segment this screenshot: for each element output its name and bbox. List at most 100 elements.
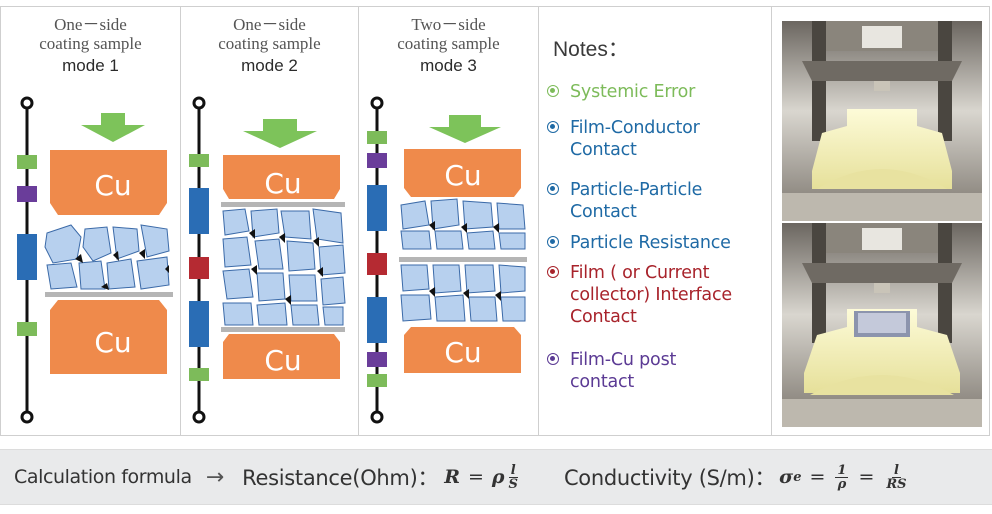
particle-layer: [221, 208, 346, 326]
systemic-error-resistor: [189, 368, 209, 381]
bullet-icon: [547, 85, 559, 97]
bullet-icon: [547, 236, 559, 248]
fraction-numerator: l: [508, 462, 518, 478]
equals-sign: =: [858, 466, 875, 488]
bottom-cu-electrode: [50, 300, 167, 374]
note-label: Systemic Error: [570, 82, 696, 102]
conductivity-label: Conductivity (S/m)：: [563, 466, 776, 490]
mode-2-title: One－side coating sample mode 2: [181, 15, 358, 78]
one-over-rho-fraction: 1 ρ: [835, 462, 849, 492]
l-over-rs-fraction: l RS: [884, 464, 908, 491]
formula-bar: Calculation formula → Resistance(Ohm)： R…: [0, 449, 992, 505]
note-systemic-error: Systemic Error: [547, 81, 770, 103]
mode-1-title: One－side coating sample mode 1: [1, 15, 180, 78]
length-over-area-fraction: l S: [507, 464, 520, 491]
mode-3-panel: Two－side coating sample mode 3 Cu: [358, 6, 539, 436]
film-cu-post-resistor: [367, 352, 387, 367]
top-cu-electrode: [223, 155, 340, 199]
top-cu-label: Cu: [444, 159, 481, 192]
terminal-top-icon: [20, 96, 34, 110]
top-cu-electrode: [404, 149, 521, 197]
notes-panel: Notes： Systemic Error Film-Conductor Con…: [538, 6, 772, 436]
note-label: Film-Cu post contact: [570, 350, 677, 392]
top-cu-label: Cu: [94, 169, 131, 202]
resistance-formula: R = ρ l S: [444, 464, 522, 491]
resistance-symbol: R: [444, 466, 460, 488]
particle-resistance-resistor: [189, 188, 209, 234]
systemic-error-resistor: [367, 374, 387, 387]
mode-3-title: Two－side coating sample mode 3: [359, 15, 538, 78]
film-cu-post-resistor: [17, 186, 37, 202]
bottom-cu-label: Cu: [264, 344, 301, 377]
top-cu-label: Cu: [264, 167, 301, 200]
bottom-cu-electrode: [223, 334, 340, 379]
sigma-subscript: e: [793, 469, 802, 485]
resistance-label: Resistance(Ohm)：: [242, 466, 439, 490]
particle-resistance-resistor: [367, 185, 387, 231]
film-interface-resistor: [367, 253, 387, 275]
note-particle-resistance: Particle Resistance: [547, 232, 780, 254]
mode-1-title-line1: One－side: [54, 15, 127, 34]
mode-1-title-line3: mode 1: [62, 56, 119, 75]
mode-3-diagram: Cu: [367, 96, 527, 424]
note-label: Particle Resistance: [570, 233, 731, 253]
separator-layer: [399, 257, 527, 262]
press-arrow-icon: [81, 113, 145, 142]
press-arrow-icon: [429, 115, 501, 143]
mode-3-title-line2: coating sample: [397, 34, 500, 53]
mode-2-title-line2: coating sample: [218, 34, 321, 53]
bullet-icon: [547, 183, 559, 195]
note-film-conductor-contact: Film-Conductor Contact: [547, 117, 740, 161]
bullet-icon: [547, 266, 559, 278]
bottom-cu-electrode: [404, 327, 521, 373]
press-photo-empty: [782, 21, 982, 221]
mode-3-title-line3: mode 3: [420, 56, 477, 75]
fraction-numerator: l: [891, 462, 901, 478]
notes-title: Notes：: [553, 38, 629, 61]
equals-sign: =: [467, 466, 484, 488]
note-film-cu-post-contact: Film-Cu post contact: [547, 349, 730, 393]
photo-panel: [771, 6, 990, 436]
mode-2-diagram: Cu Cu: [189, 96, 346, 424]
top-cu-electrode: [50, 150, 167, 215]
terminal-bottom-icon: [20, 410, 34, 424]
note-label: Particle-Particle Contact: [570, 180, 703, 222]
note-film-interface-contact: Film ( or Current collector) Interface C…: [547, 262, 765, 328]
fraction-denominator: ρ: [837, 476, 847, 492]
note-label: Film-Conductor Contact: [570, 118, 700, 160]
terminal-bottom-icon: [192, 410, 206, 424]
note-label: Film ( or Current collector) Interface C…: [570, 263, 732, 327]
bottom-cu-label: Cu: [94, 326, 131, 359]
note-particle-particle-contact: Particle-Particle Contact: [547, 179, 750, 223]
particle-layer-top: [399, 198, 527, 250]
particle-resistance-resistor: [189, 301, 209, 347]
fraction-numerator: 1: [835, 462, 849, 478]
systemic-error-resistor: [367, 131, 387, 144]
arrow-right-icon: →: [205, 464, 225, 490]
bottom-cu-label: Cu: [444, 336, 481, 369]
press-photo-with-sample: [782, 223, 982, 427]
systemic-error-resistor: [189, 154, 209, 167]
terminal-top-icon: [370, 96, 384, 110]
bullet-icon: [547, 353, 559, 365]
film-cu-post-resistor: [367, 153, 387, 168]
mode-1-panel: One－side coating sample mode 1 Cu: [0, 6, 181, 436]
particle-layer-bottom: [399, 263, 527, 323]
particle-layer: [44, 222, 171, 290]
rho-symbol: ρ: [491, 466, 505, 488]
mode-2-title-line1: One－side: [233, 15, 306, 34]
mode-2-panel: One－side coating sample mode 2 Cu: [180, 6, 359, 436]
formula-label: Calculation formula: [14, 466, 192, 488]
bullet-icon: [547, 121, 559, 133]
mode-1-title-line2: coating sample: [39, 34, 142, 53]
mode-1-diagram: Cu Cu: [17, 96, 173, 424]
separator-layer: [45, 292, 173, 297]
mode-2-title-line3: mode 2: [241, 56, 298, 75]
equals-sign: =: [809, 466, 826, 488]
film-interface-resistor: [189, 257, 209, 279]
particle-resistance-resistor: [17, 234, 37, 280]
particle-resistance-resistor: [367, 297, 387, 343]
fraction-denominator: RS: [886, 476, 907, 492]
separator-layer: [221, 202, 345, 207]
